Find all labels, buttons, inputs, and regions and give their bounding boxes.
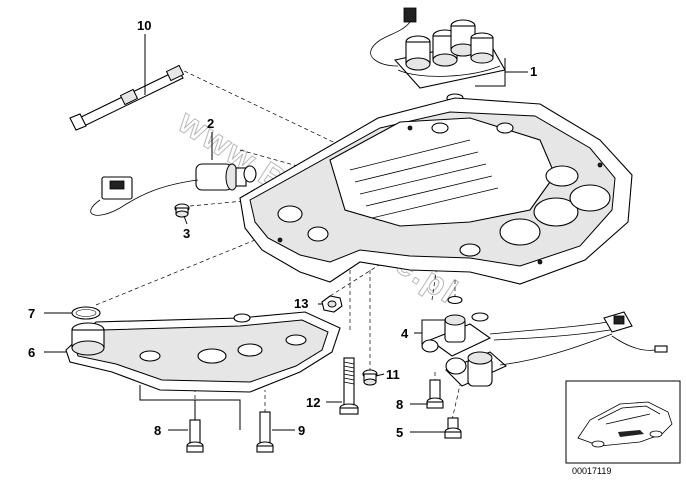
- callouts: 10 1 2 3 13 7 6 4 11 12 8 5 8 9: [28, 18, 537, 440]
- part-12-bolt: [339, 357, 359, 415]
- part-8-bolt-right: [426, 379, 444, 409]
- callout-10: 10: [137, 18, 151, 33]
- valve-body: [239, 97, 633, 285]
- part-3-bolt: [174, 203, 190, 218]
- part-11-bolt: [362, 369, 378, 386]
- part-13-nut: [321, 295, 343, 313]
- part-2-solenoid: [90, 163, 257, 216]
- part-8-bolt-left: [186, 419, 204, 453]
- callout-13: 13: [294, 296, 308, 311]
- part-10-cable: [69, 64, 185, 131]
- callout-8-left: 8: [154, 423, 161, 438]
- callout-2: 2: [207, 116, 214, 131]
- callout-9: 9: [298, 423, 305, 438]
- leader-lines: [44, 34, 528, 433]
- part-9-bolt: [256, 411, 274, 453]
- callout-6: 6: [28, 345, 35, 360]
- car-thumbnail: [565, 380, 681, 464]
- part-6-filter: [65, 311, 341, 393]
- part-5-bolt: [444, 417, 462, 439]
- callout-11: 11: [386, 367, 400, 382]
- part-4-solenoids: [421, 295, 668, 387]
- callout-3: 3: [183, 226, 190, 241]
- callout-7: 7: [28, 306, 35, 321]
- callout-8-right: 8: [396, 397, 403, 412]
- reference-number: 00017119: [572, 466, 611, 476]
- callout-4: 4: [401, 326, 409, 341]
- part-7-o-ring: [71, 306, 101, 320]
- callout-1: 1: [530, 64, 537, 79]
- callout-5: 5: [396, 425, 403, 440]
- callout-12: 12: [306, 395, 320, 410]
- part-1-solenoid-block: [370, 7, 506, 103]
